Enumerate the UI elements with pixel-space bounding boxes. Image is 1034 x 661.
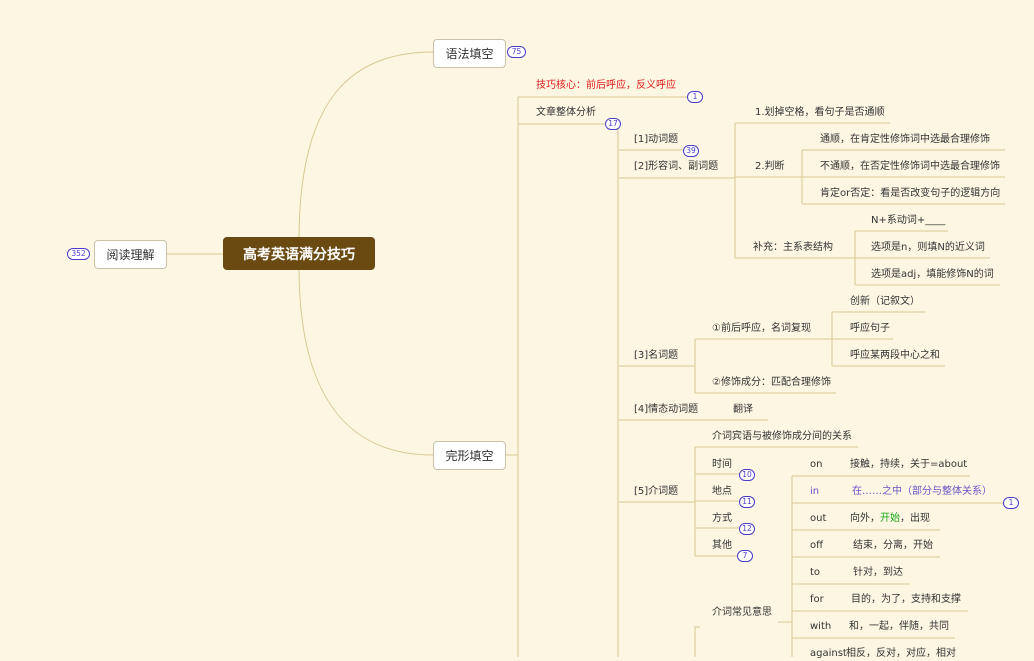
branch-grammar-label: 语法填空 — [445, 47, 494, 61]
prep-against-word[interactable]: against — [810, 648, 847, 659]
node-prep-common[interactable]: 介词常见意思 — [712, 607, 772, 618]
prep-cat-time[interactable]: 时间 — [712, 459, 732, 470]
supp-item-1[interactable]: N+系动词+____ — [871, 215, 946, 226]
branch-cloze-label: 完形填空 — [445, 449, 494, 463]
node-strike[interactable]: 1.划掉空格，看句子是否通顺 — [755, 107, 885, 118]
core-count-badge[interactable]: 1 — [687, 91, 703, 103]
prep-out-highlight: 开始 — [880, 513, 900, 524]
prep-against-meaning[interactable]: 相反，反对，对应，相对 — [846, 648, 956, 659]
root-topic[interactable]: 高考英语满分技巧 — [223, 237, 375, 270]
branch-reading[interactable]: 阅读理解 — [94, 240, 167, 269]
prep-off-word[interactable]: off — [810, 540, 824, 551]
prep-out-meaning-b: ，出现 — [900, 513, 930, 524]
prep-to-meaning[interactable]: 针对，到达 — [853, 567, 903, 578]
node-noun[interactable]: [3]名词题 — [634, 350, 679, 361]
node-translate[interactable]: 翻译 — [733, 404, 753, 415]
prep-cat-other[interactable]: 其他 — [712, 540, 732, 551]
noun-a-item-1[interactable]: 创新（记叙文） — [850, 296, 920, 307]
prep-out-meaning[interactable]: 向外，开始，出现 — [850, 512, 930, 526]
reading-count-badge[interactable]: 352 — [67, 248, 90, 260]
prep-to-word[interactable]: to — [810, 567, 821, 578]
prep-on-meaning[interactable]: 接触，持续，关于=about — [850, 459, 968, 470]
branch-reading-label: 阅读理解 — [106, 248, 155, 262]
supp-item-3[interactable]: 选项是adj，填能修饰N的词 — [871, 269, 994, 280]
node-noun-b[interactable]: ②修饰成分：匹配合理修饰 — [712, 377, 831, 388]
prep-on-word[interactable]: on — [810, 459, 823, 470]
node-noun-a[interactable]: ①前后呼应，名词复现 — [712, 323, 811, 334]
supp-item-2[interactable]: 选项是n，则填N的近义词 — [871, 242, 985, 253]
node-prep[interactable]: [5]介词题 — [634, 486, 679, 497]
in-count-badge[interactable]: 1 — [1003, 497, 1019, 509]
branch-cloze[interactable]: 完形填空 — [433, 441, 506, 470]
judge-item-3[interactable]: 肯定or否定：看是否改变句子的逻辑方向 — [820, 188, 1001, 199]
prep-for-word[interactable]: for — [810, 594, 824, 605]
manner-count-badge[interactable]: 12 — [739, 523, 755, 535]
prep-in-word[interactable]: in — [810, 486, 820, 497]
prep-with-meaning[interactable]: 和，一起，伴随，共同 — [849, 621, 949, 632]
prep-in-meaning[interactable]: 在……之中（部分与整体关系） — [852, 486, 992, 497]
judge-item-2[interactable]: 不通顺，在否定性修饰词中选最合理修饰 — [820, 161, 1000, 172]
other-count-badge[interactable]: 7 — [737, 550, 753, 562]
node-supp[interactable]: 补充：主系表结构 — [753, 242, 833, 253]
noun-a-item-3[interactable]: 呼应某两段中心之和 — [850, 350, 940, 361]
node-modal[interactable]: [4]情态动词题 — [634, 404, 699, 415]
verb-count-badge[interactable]: 39 — [683, 145, 699, 157]
node-core[interactable]: 技巧核心：前后呼应，反义呼应 — [536, 80, 676, 91]
node-analysis[interactable]: 文章整体分析 — [536, 107, 596, 118]
node-verb[interactable]: [1]动词题 — [634, 134, 679, 145]
node-judge[interactable]: 2.判断 — [755, 161, 785, 172]
branch-grammar[interactable]: 语法填空 — [433, 39, 506, 68]
judge-item-1[interactable]: 通顺，在肯定性修饰词中选最合理修饰 — [820, 134, 990, 145]
prep-cat-place[interactable]: 地点 — [712, 486, 732, 497]
node-prep-rel[interactable]: 介词宾语与被修饰成分间的关系 — [712, 431, 852, 442]
prep-out-meaning-a: 向外， — [850, 513, 880, 524]
noun-a-item-2[interactable]: 呼应句子 — [850, 323, 890, 334]
prep-out-word[interactable]: out — [810, 513, 827, 524]
node-adj[interactable]: [2]形容词、副词题 — [634, 161, 719, 172]
prep-cat-manner[interactable]: 方式 — [712, 513, 732, 524]
prep-off-meaning[interactable]: 结束，分离，开始 — [853, 540, 933, 551]
analysis-count-badge[interactable]: 17 — [605, 118, 621, 130]
time-count-badge[interactable]: 10 — [739, 469, 755, 481]
place-count-badge[interactable]: 11 — [739, 496, 755, 508]
prep-for-meaning[interactable]: 目的，为了，支持和支撑 — [851, 594, 961, 605]
prep-with-word[interactable]: with — [810, 621, 832, 632]
grammar-count-badge[interactable]: 75 — [507, 46, 526, 58]
